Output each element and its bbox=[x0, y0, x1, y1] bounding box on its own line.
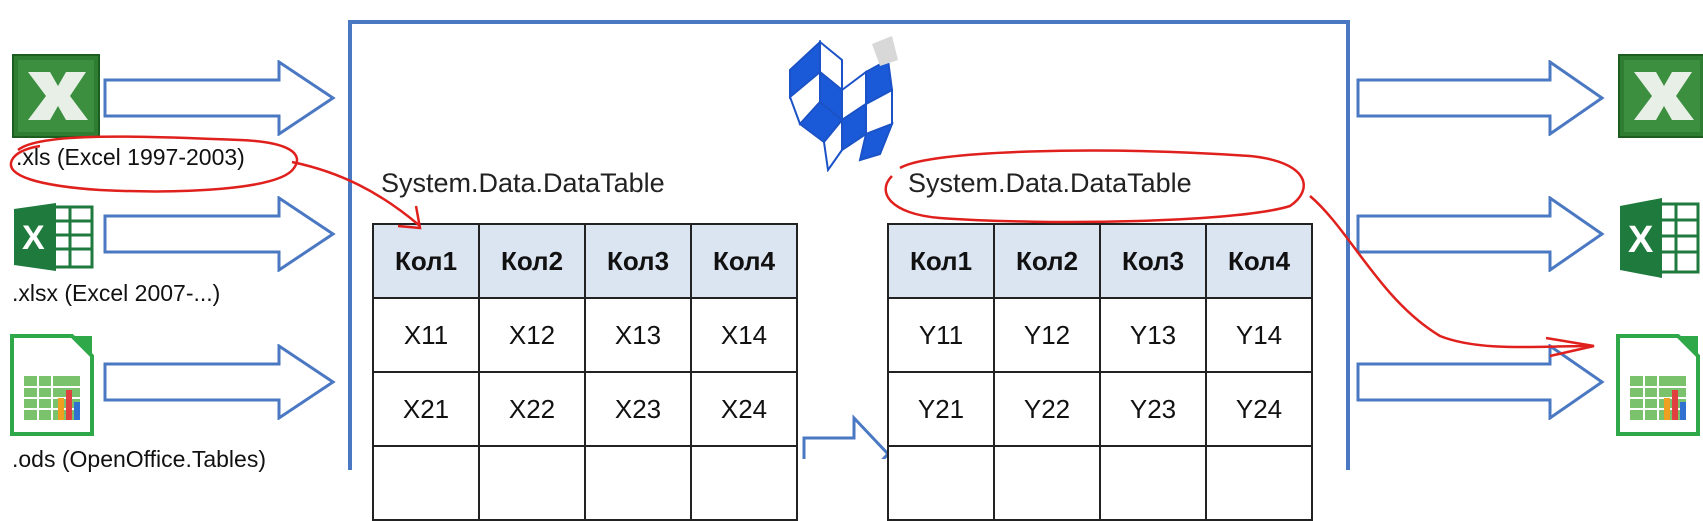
table-cell: Y13 bbox=[1099, 297, 1207, 373]
arrow-ods-out bbox=[1356, 344, 1605, 420]
libreoffice-calc-icon bbox=[10, 334, 94, 436]
annotation-arrowhead-left bbox=[397, 205, 422, 230]
annotation-arrowhead-right bbox=[1545, 336, 1595, 358]
left-table-header-row: Кол1 Кол2 Кол3 Кол4 bbox=[372, 223, 798, 299]
column-header: Кол2 bbox=[478, 223, 586, 299]
arrow-xls-in bbox=[103, 60, 336, 136]
annotation-arrow-right bbox=[1309, 195, 1591, 349]
table-cell: X22 bbox=[478, 371, 586, 447]
arrow-xlsx-in bbox=[103, 196, 336, 272]
arrow-ods-in bbox=[103, 344, 336, 420]
svg-text:X: X bbox=[22, 219, 45, 257]
table-cell: Y23 bbox=[1099, 371, 1207, 447]
table-cell: Y24 bbox=[1205, 371, 1313, 447]
table-cell: X21 bbox=[372, 371, 480, 447]
column-header: Кол4 bbox=[1205, 223, 1313, 299]
table-cell: X12 bbox=[478, 297, 586, 373]
svg-text:X: X bbox=[1628, 219, 1654, 261]
column-header: Кол2 bbox=[993, 223, 1101, 299]
table-row: X11 X12 X13 X14 bbox=[372, 297, 798, 373]
right-datatable-title: System.Data.DataTable bbox=[908, 168, 1192, 198]
xls-format-label: .xls (Excel 1997-2003) bbox=[16, 144, 245, 170]
annotation-circle-xls bbox=[9, 135, 299, 193]
table-cell: Y11 bbox=[887, 297, 995, 373]
table-cell: X13 bbox=[584, 297, 692, 373]
table-cell: X23 bbox=[584, 371, 692, 447]
annotation-layer bbox=[9, 135, 1595, 358]
annotation-arrow-left bbox=[291, 160, 421, 227]
excel-classic-icon bbox=[12, 54, 100, 138]
table-row: X21 X22 X23 X24 bbox=[372, 371, 798, 447]
libreoffice-calc-icon-output bbox=[1616, 334, 1700, 436]
xlsx-format-label: .xlsx (Excel 2007-...) bbox=[12, 280, 221, 306]
table-cell: X24 bbox=[690, 371, 798, 447]
arrow-xls-out bbox=[1356, 60, 1605, 136]
excel-modern-icon-output: X bbox=[1620, 198, 1700, 278]
column-header: Кол3 bbox=[584, 223, 692, 299]
table-cell: X14 bbox=[690, 297, 798, 373]
table-cell: Y14 bbox=[1205, 297, 1313, 373]
excel-classic-icon-output bbox=[1618, 54, 1703, 138]
table-row: Y11 Y12 Y13 Y14 bbox=[887, 297, 1313, 373]
column-header: Кол1 bbox=[887, 223, 995, 299]
snake-puzzle-logo-icon bbox=[788, 36, 898, 172]
process-frame bbox=[348, 20, 1350, 470]
table-cell: Y12 bbox=[993, 297, 1101, 373]
table-row: Y21 Y22 Y23 Y24 bbox=[887, 371, 1313, 447]
column-header: Кол4 bbox=[690, 223, 798, 299]
column-header: Кол3 bbox=[1099, 223, 1207, 299]
excel-modern-icon: X bbox=[14, 203, 94, 271]
right-table-header-row: Кол1 Кол2 Кол3 Кол4 bbox=[887, 223, 1313, 299]
table-cell: Y22 bbox=[993, 371, 1101, 447]
table-cell: X11 bbox=[372, 297, 480, 373]
table-cell: Y21 bbox=[887, 371, 995, 447]
annotation-circle-right-title bbox=[884, 149, 1305, 224]
arrow-transform bbox=[802, 414, 891, 459]
left-datatable-title: System.Data.DataTable bbox=[381, 168, 665, 198]
column-header: Кол1 bbox=[372, 223, 480, 299]
arrow-xlsx-out bbox=[1356, 196, 1605, 272]
